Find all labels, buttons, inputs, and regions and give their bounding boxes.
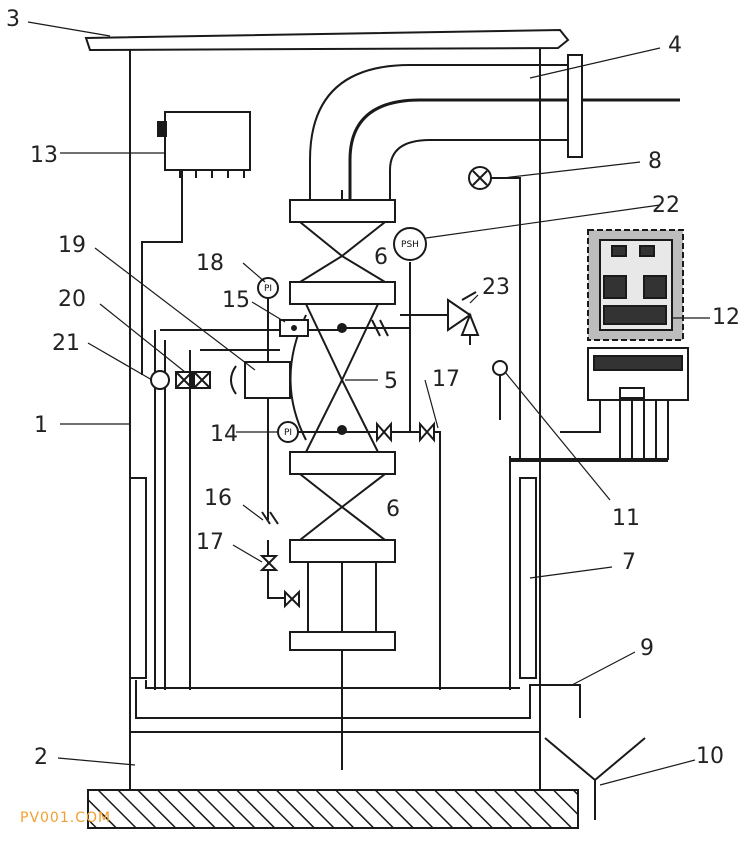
callout-13: 13 — [30, 143, 58, 168]
ground-slab — [87, 789, 579, 829]
callout-11: 11 — [612, 506, 640, 531]
small-valves — [259, 319, 435, 609]
instrument-piping — [154, 262, 501, 690]
callout-6b: 6 — [386, 497, 400, 522]
callout-5: 5 — [384, 369, 398, 394]
callout-14: 14 — [210, 422, 238, 447]
tag-pi-top: PI — [264, 284, 272, 294]
callout-19: 19 — [58, 233, 86, 258]
callout-3: 3 — [6, 7, 20, 32]
callout-4: 4 — [668, 33, 682, 58]
callout-numbers: 1 2 3 4 5 6 6 7 8 9 10 11 12 13 14 15 16… — [6, 7, 740, 770]
tag-psh: PSH — [401, 240, 419, 250]
callout-21: 21 — [52, 331, 80, 356]
indicator-lamp — [468, 166, 521, 460]
gauges — [257, 227, 508, 443]
main-valve-assembly — [289, 199, 396, 651]
safety-valve — [447, 291, 480, 345]
callout-17b: 17 — [432, 367, 460, 392]
callout-18: 18 — [196, 251, 224, 276]
drain-funnel — [544, 737, 646, 820]
callout-7: 7 — [622, 550, 636, 575]
watermark: PV001.COM — [20, 810, 111, 826]
callout-23: 23 — [482, 275, 510, 300]
control-box — [141, 111, 251, 375]
callout-20: 20 — [58, 287, 86, 312]
tag-pi-bottom: PI — [284, 428, 292, 438]
callout-6a: 6 — [374, 245, 388, 270]
callout-12: 12 — [712, 305, 740, 330]
electrical-panel — [509, 229, 689, 690]
callout-1: 1 — [34, 413, 48, 438]
callout-22: 22 — [652, 193, 680, 218]
actuator — [230, 319, 309, 399]
callout-16: 16 — [204, 486, 232, 511]
outlet-pipe — [309, 54, 680, 200]
callout-10: 10 — [696, 744, 724, 769]
callout-2: 2 — [34, 745, 48, 770]
cabinet — [84, 28, 581, 790]
callout-15: 15 — [222, 288, 250, 313]
callout-8: 8 — [648, 149, 662, 174]
callout-9: 9 — [640, 636, 654, 661]
left-valves — [150, 370, 211, 390]
leader-lines — [27, 21, 710, 786]
callout-17a: 17 — [196, 530, 224, 555]
